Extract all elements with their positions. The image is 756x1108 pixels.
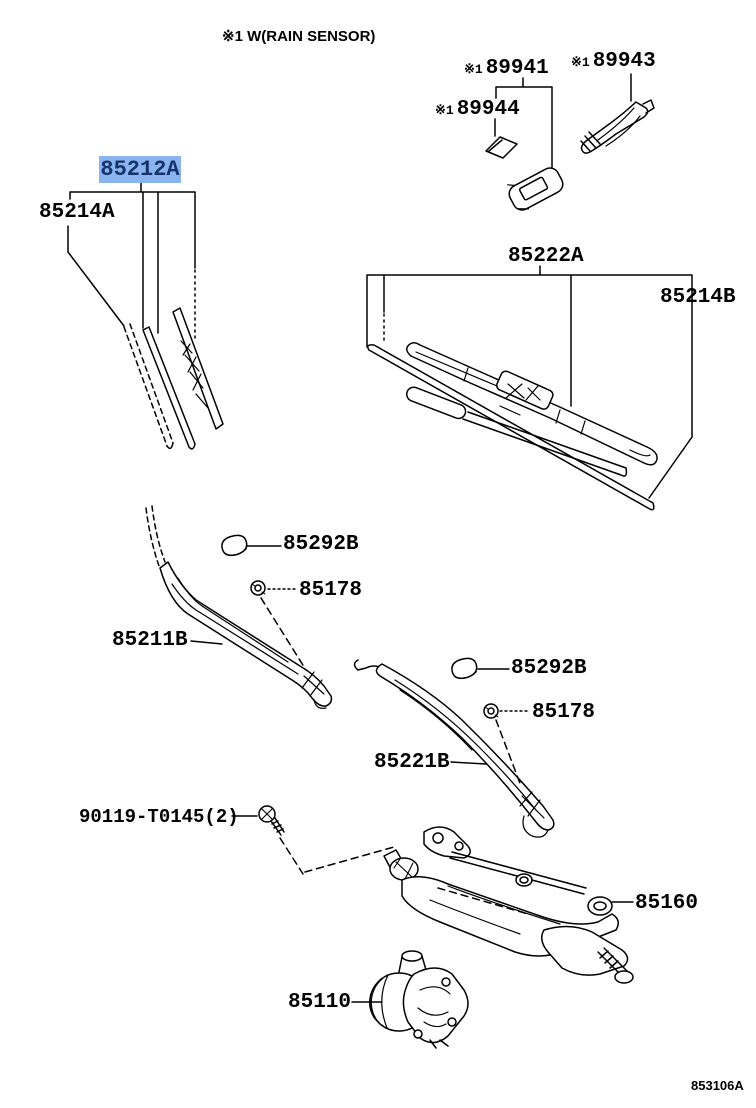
- part-number: 85214A: [39, 201, 115, 224]
- part-number: 89941: [485, 57, 549, 80]
- part-number: 90119-T0145(2): [79, 806, 239, 828]
- arm-nut-right-drawing: [483, 703, 499, 719]
- part-number: 85178: [299, 579, 363, 602]
- part-number: 85211B: [112, 629, 188, 652]
- wiper-motor-drawing: [369, 950, 469, 1049]
- ref-mark: ※1: [464, 62, 483, 77]
- part-label-85214a[interactable]: 85214A: [39, 202, 115, 223]
- part-label-85178-left[interactable]: 85178: [299, 580, 362, 601]
- cowl-bracket-drawing: [580, 99, 655, 154]
- leader-lines: [190, 545, 634, 1003]
- part-number: 85222A: [508, 245, 584, 268]
- ref-mark: ※1: [435, 103, 454, 118]
- part-label-85221b[interactable]: 85221B: [374, 752, 450, 773]
- part-number: 89944: [456, 98, 520, 121]
- wiper-linkage-drawing: [383, 826, 634, 984]
- part-label-85292b-right[interactable]: 85292B: [511, 658, 587, 679]
- part-number: 85212A: [100, 156, 180, 182]
- bolt-drawing: [258, 805, 395, 875]
- part-label-85211b[interactable]: 85211B: [112, 630, 188, 651]
- part-label-85214b[interactable]: 85214B: [660, 287, 736, 308]
- part-number: 85292B: [511, 657, 587, 680]
- part-label-85110[interactable]: 85110: [288, 992, 351, 1013]
- part-number: 89943: [592, 50, 656, 73]
- left-blade-assembly-drawing: [67, 182, 224, 450]
- part-number: 85214B: [660, 286, 736, 309]
- rain-sensor-group-drawing: [485, 73, 655, 211]
- part-number: 85110: [288, 991, 352, 1014]
- rain-sensor-unit-drawing: [507, 167, 564, 211]
- part-number: 85160: [635, 892, 699, 915]
- right-wiper-arm-drawing: [353, 657, 555, 838]
- left-wiper-arm-drawing: [145, 505, 333, 709]
- part-label-85222a[interactable]: 85222A: [508, 246, 584, 267]
- right-blade-assembly-drawing: [366, 265, 693, 511]
- rain-sensor-note: ※1 W(RAIN SENSOR): [222, 28, 376, 45]
- pivot-cap-right-drawing: [451, 657, 478, 680]
- part-number: 85292B: [283, 533, 359, 556]
- part-label-85292b-left[interactable]: 85292B: [283, 534, 359, 555]
- part-number: 85221B: [374, 751, 450, 774]
- part-label-85212a-selected[interactable]: 85212A: [99, 156, 181, 183]
- arm-nut-left-drawing: [250, 580, 266, 596]
- pivot-cap-left-drawing: [221, 534, 248, 557]
- part-label-85178-right[interactable]: 85178: [532, 702, 595, 723]
- part-label-90119-t0145[interactable]: 90119-T0145(2): [79, 808, 239, 827]
- ref-mark: ※1: [571, 55, 590, 70]
- part-label-85160[interactable]: 85160: [635, 893, 698, 914]
- part-number: 85178: [532, 701, 596, 724]
- diagram-code: 853106A: [691, 1078, 744, 1093]
- sensor-pad-drawing: [485, 136, 518, 159]
